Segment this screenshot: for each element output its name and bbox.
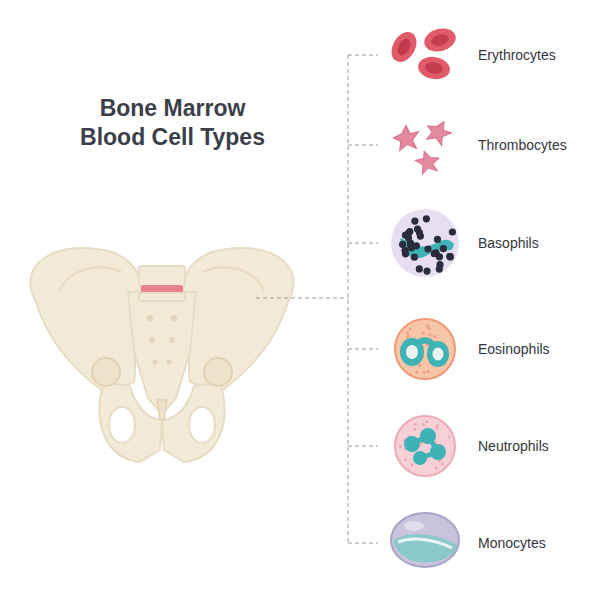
granule — [447, 253, 454, 260]
granule — [428, 333, 431, 336]
granule — [409, 327, 412, 330]
granule — [422, 371, 425, 374]
cell-label: Eosinophils — [478, 340, 550, 358]
granule — [436, 427, 439, 430]
granule — [435, 467, 438, 470]
granule — [411, 218, 418, 225]
granule — [414, 225, 421, 232]
granule — [434, 236, 441, 243]
granule — [433, 335, 436, 338]
granule — [406, 335, 409, 338]
granule — [422, 423, 425, 426]
granule — [446, 253, 453, 260]
granule — [438, 460, 441, 463]
monocyte-cell — [391, 513, 459, 567]
cell-label: Basophils — [478, 234, 539, 252]
thrombocyte-cells — [393, 116, 454, 177]
cell-label: Thrombocytes — [478, 136, 567, 154]
eosinophil-cell — [395, 319, 455, 379]
pelvis-illustration — [30, 248, 293, 462]
granule — [406, 331, 409, 334]
granule — [416, 265, 423, 272]
basophil-cell — [391, 209, 459, 277]
granule — [422, 332, 425, 335]
granule — [426, 324, 429, 327]
granule — [449, 228, 456, 235]
granule — [426, 324, 429, 327]
cell-label: Monocytes — [478, 534, 546, 552]
granule — [411, 464, 414, 467]
granule — [418, 364, 421, 367]
granule — [413, 428, 416, 431]
granule — [399, 445, 402, 448]
leader-lines — [256, 55, 378, 543]
granule — [415, 371, 418, 374]
granule — [441, 463, 444, 466]
cell-label: Neutrophils — [478, 437, 549, 455]
granule — [426, 421, 429, 424]
granule — [423, 215, 430, 222]
granule — [405, 234, 412, 241]
diagram-title: Bone Marrow Blood Cell Types — [70, 94, 275, 152]
granule — [411, 254, 418, 261]
cell-label: Erythrocytes — [478, 46, 556, 64]
erythrocyte-cells — [386, 25, 458, 81]
granule — [414, 423, 417, 426]
granule — [431, 250, 438, 257]
granule — [448, 435, 451, 438]
granule — [436, 424, 439, 427]
neutrophil-cell — [395, 416, 455, 476]
granule — [423, 268, 430, 275]
granule — [402, 250, 409, 257]
granule — [424, 245, 431, 252]
granule — [406, 228, 413, 235]
granule — [436, 261, 443, 268]
granule — [413, 242, 420, 249]
granule — [427, 370, 430, 373]
granule — [404, 459, 407, 462]
granule — [440, 245, 447, 252]
